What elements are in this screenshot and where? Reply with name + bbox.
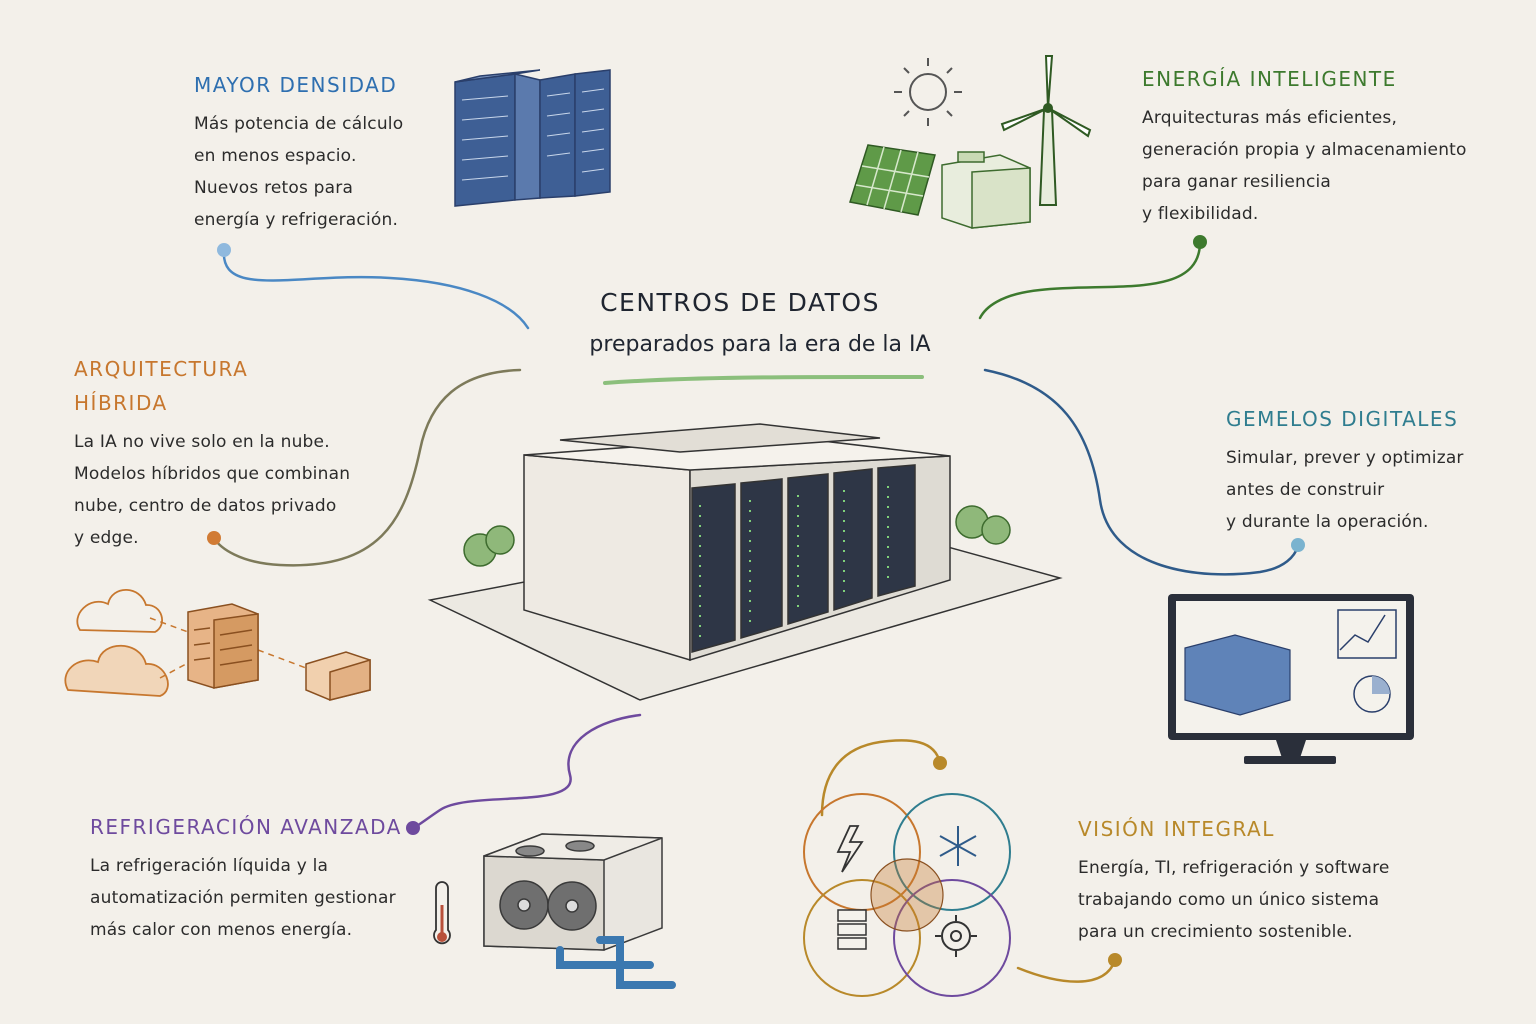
sun-icon <box>894 58 962 126</box>
section-gemelos-digitales: GEMELOS DIGITALES Simular, prever y opti… <box>1226 406 1464 538</box>
connector-gemelos <box>983 368 1300 576</box>
connector-vision-top <box>820 739 942 817</box>
connector-refrigeracion <box>411 713 642 830</box>
cooling-unit-icon <box>483 833 676 989</box>
section-text-line: para un crecimiento sostenible. <box>1078 922 1353 942</box>
server-stack-icon <box>837 909 867 950</box>
gear-icon <box>935 915 977 957</box>
section-text-line: y flexibilidad. <box>1142 204 1259 224</box>
section-heading: MAYOR DENSIDAD <box>194 73 398 97</box>
page-subtitle: preparados para la era de la IA <box>589 332 931 357</box>
section-text-line: Energía, TI, refrigeración y software <box>1078 858 1390 878</box>
section-text-line: Más potencia de cálculo <box>194 114 404 134</box>
section-text-line: Nuevos retos para <box>194 178 354 198</box>
section-heading: ENERGÍA INTELIGENTE <box>1142 67 1397 91</box>
section-text-line: y durante la operación. <box>1226 512 1429 532</box>
tree-icon <box>463 505 1011 567</box>
section-text-line: en menos espacio. <box>194 146 357 166</box>
connector-mayor-densidad <box>222 248 530 330</box>
section-heading: ARQUITECTURA <box>74 357 249 381</box>
section-vision-integral: VISIÓN INTEGRAL Energía, TI, refrigeraci… <box>1078 816 1390 948</box>
section-arquitectura-hibrida: ARQUITECTURA HÍBRIDA La IA no vive solo … <box>74 356 350 554</box>
section-text-line: y edge. <box>74 528 139 548</box>
section-text-line: La refrigeración líquida y la <box>90 856 329 876</box>
thermometer-icon <box>433 881 451 945</box>
connector-energia <box>978 240 1202 320</box>
cloud-icon <box>64 589 169 697</box>
title-underline <box>603 374 924 385</box>
data-center-building-icon <box>427 423 1063 701</box>
section-text-line: más calor con menos energía. <box>90 920 353 940</box>
section-text-line: Arquitecturas más eficientes, <box>1142 108 1398 128</box>
page-title: CENTROS DE DATOS <box>600 288 880 317</box>
section-text-line: trabajando como un único sistema <box>1078 890 1380 910</box>
connector-vision-bottom <box>1016 958 1117 983</box>
connector-arquitectura <box>212 368 522 567</box>
section-text-line: nube, centro de datos privado <box>74 496 337 516</box>
section-refrigeracion-avanzada: REFRIGERACIÓN AVANZADA La refrigeración … <box>90 814 402 946</box>
section-energia-inteligente: ENERGÍA INTELIGENTE Arquitecturas más ef… <box>1142 66 1467 230</box>
server-icon <box>187 603 259 689</box>
section-text-line: Modelos híbridos que combinan <box>74 464 351 484</box>
venn-diagram <box>803 793 1011 997</box>
lightning-icon <box>836 825 864 873</box>
section-text-line: energía y refrigeración. <box>194 210 399 230</box>
edge-box-icon <box>305 651 371 701</box>
section-text-line: La IA no vive solo en la nube. <box>74 432 330 452</box>
section-text-line: generación propia y almacenamiento <box>1142 140 1467 160</box>
section-text-line: para ganar resiliencia <box>1142 172 1332 192</box>
section-heading: VISIÓN INTEGRAL <box>1078 817 1275 841</box>
server-rack-icon <box>454 69 611 207</box>
battery-icon <box>941 151 1031 229</box>
section-text-line: automatización permiten gestionar <box>90 888 396 908</box>
section-heading: HÍBRIDA <box>74 391 168 415</box>
section-text-line: antes de construir <box>1226 480 1385 500</box>
solar-panel-icon <box>849 144 936 216</box>
snowflake-icon <box>939 826 977 866</box>
wind-turbine-icon <box>1000 55 1092 206</box>
section-heading: GEMELOS DIGITALES <box>1226 407 1459 431</box>
section-mayor-densidad: MAYOR DENSIDAD Más potencia de cálculo e… <box>194 72 403 236</box>
section-heading: REFRIGERACIÓN AVANZADA <box>90 815 402 839</box>
section-text-line: Simular, prever y optimizar <box>1226 448 1464 468</box>
monitor-dashboard-icon <box>1168 594 1414 764</box>
